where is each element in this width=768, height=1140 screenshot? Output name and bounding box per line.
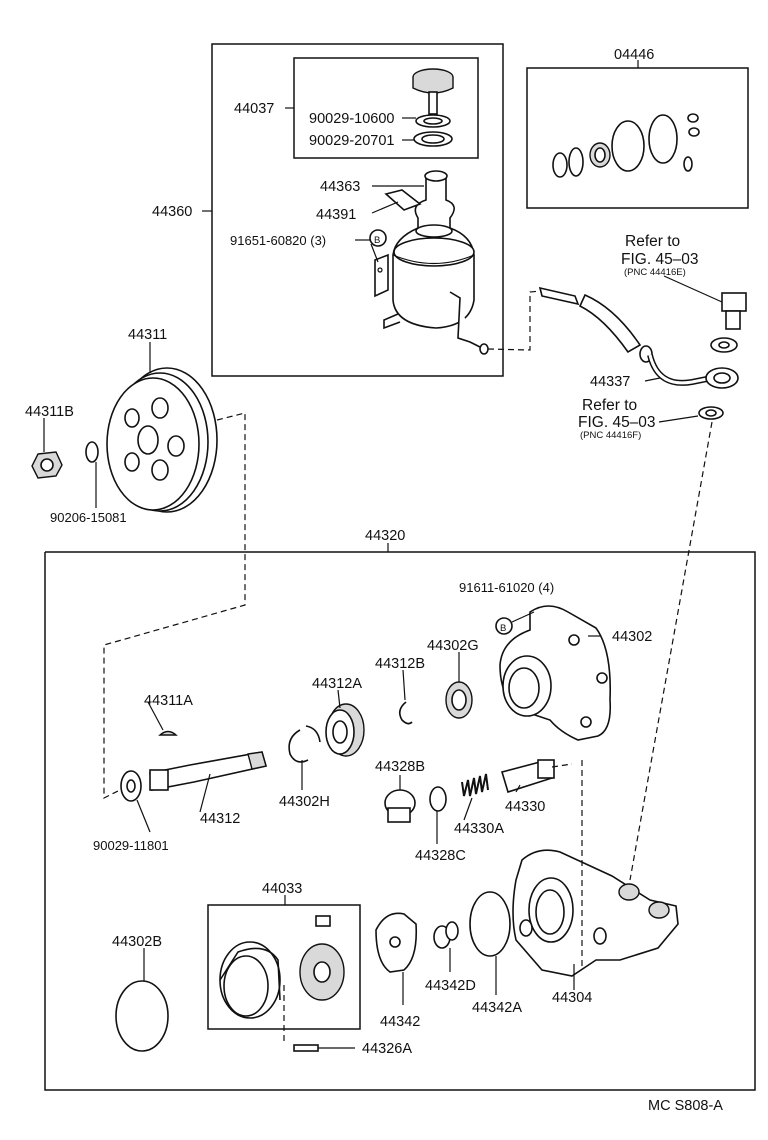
label-44330: 44330 (505, 799, 545, 815)
pulley-washer (85, 441, 99, 463)
label-44037: 44037 (234, 101, 274, 117)
flow-valve-spring (461, 773, 489, 797)
reservoir-stay (384, 189, 422, 211)
reservoir-tank (374, 170, 489, 355)
pulley-nut (31, 451, 63, 479)
front-housing (499, 605, 612, 741)
reservoir-assembly-box (211, 43, 504, 377)
diagram-code: MC S808-A (648, 1098, 723, 1114)
valve-dash-line-2 (551, 763, 573, 768)
bolt-washer-b1: B (369, 229, 387, 247)
label-44311: 44311 (128, 327, 167, 343)
seal-44342d (433, 921, 459, 949)
pump-pulley (106, 367, 218, 513)
label-44304: 44304 (552, 990, 592, 1006)
label-44320: 44320 (365, 528, 405, 544)
label-44311a: 44311A (144, 693, 193, 709)
union-bolt (698, 292, 747, 420)
pressure-tube (639, 345, 739, 389)
refer-to-text-1: Refer to (625, 233, 680, 250)
label-91611-61020: 91611-61020 (4) (459, 580, 554, 595)
refer-pnc-text-1: (PNC 44416E) (624, 267, 686, 278)
pump-shaft (149, 751, 268, 791)
cam-ring (219, 941, 281, 1019)
flow-control-valve (500, 759, 555, 794)
snap-ring-44312b (398, 701, 413, 725)
label-44342a: 44342A (472, 1000, 522, 1016)
label-44363: 44363 (320, 179, 360, 195)
label-90029-10600: 90029-10600 (309, 111, 394, 127)
label-44360: 44360 (152, 204, 192, 220)
label-44302b: 44302B (112, 934, 162, 950)
reservoir-cap (412, 68, 454, 147)
tube-dash-line (629, 421, 713, 881)
label-44337: 44337 (590, 374, 630, 390)
flow-valve-plug (384, 789, 416, 823)
gasket-kit-seals (552, 113, 700, 178)
large-o-ring (115, 980, 169, 1052)
shaft-bearing (325, 703, 365, 757)
housing-o-ring (469, 891, 511, 957)
label-44391: 44391 (316, 207, 356, 223)
label-44302h: 44302H (279, 794, 330, 810)
label-44342d: 44342D (425, 978, 476, 994)
label-44311b: 44311B (25, 404, 74, 420)
label-44326a: 44326A (362, 1041, 412, 1057)
suction-hose (538, 286, 642, 354)
snap-ring-44302h (288, 725, 321, 763)
label-90206-15081: 90206-15081 (50, 510, 127, 525)
leader-lines (43, 60, 723, 1049)
refer-fig-text-2: FIG. 45–03 (578, 414, 656, 431)
label-44312: 44312 (200, 811, 240, 827)
refer-to-text-2: Refer to (582, 397, 637, 414)
label-44302g: 44302G (427, 638, 479, 654)
pump-rotor (299, 915, 345, 1001)
bolt-marker-b2: B (500, 623, 506, 634)
label-44328b: 44328B (375, 759, 425, 775)
label-44312a: 44312A (312, 676, 362, 692)
label-91651-60820: 91651-60820 (3) (230, 233, 326, 248)
label-90029-20701: 90029-20701 (309, 133, 394, 149)
label-44312b: 44312B (375, 656, 425, 672)
part-labels: 44037 90029-10600 90029-20701 44363 4439… (25, 47, 723, 1114)
bolt-marker-b1: B (374, 235, 380, 246)
label-44328c: 44328C (415, 848, 466, 864)
side-plate (375, 912, 418, 973)
woodruff-key (158, 730, 178, 736)
label-44302: 44302 (612, 629, 652, 645)
label-44342: 44342 (380, 1014, 420, 1030)
pump-assembly-box (44, 551, 756, 1091)
oil-seal (445, 681, 473, 719)
label-44033: 44033 (262, 881, 302, 897)
label-90029-11801: 90029-11801 (93, 838, 169, 853)
rear-housing (512, 849, 679, 977)
plug-o-ring (429, 786, 447, 812)
refer-pnc-text-2: (PNC 44416F) (580, 430, 641, 441)
pin-44326a (293, 1044, 319, 1052)
shaft-dash-line (103, 412, 246, 799)
shaft-washer (120, 770, 142, 802)
bolt-washer-b2: B (495, 617, 513, 635)
label-44330a: 44330A (454, 821, 504, 837)
refer-fig-text-1: FIG. 45–03 (621, 251, 699, 268)
label-04446: 04446 (614, 47, 654, 63)
hose-dash-line (487, 290, 542, 351)
